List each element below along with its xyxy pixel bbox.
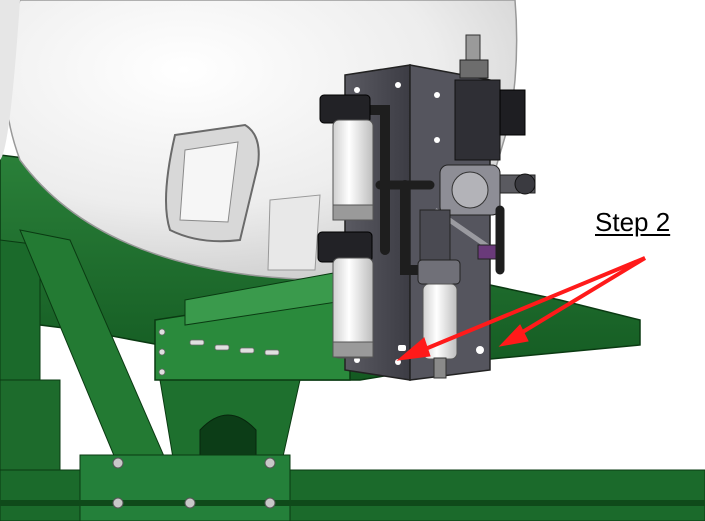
arrow-head-right [498, 324, 529, 347]
support-bracket [154, 269, 351, 381]
arrow-to-left-slot [417, 256, 646, 354]
arrow-to-right-slot [514, 256, 647, 338]
callout-arrows [396, 256, 647, 361]
filter-left-stack [317, 94, 374, 359]
valve-assembly [419, 34, 536, 261]
step-label: Step 2 [595, 207, 671, 237]
hoses [335, 105, 505, 275]
arrow-head-left [396, 337, 431, 361]
